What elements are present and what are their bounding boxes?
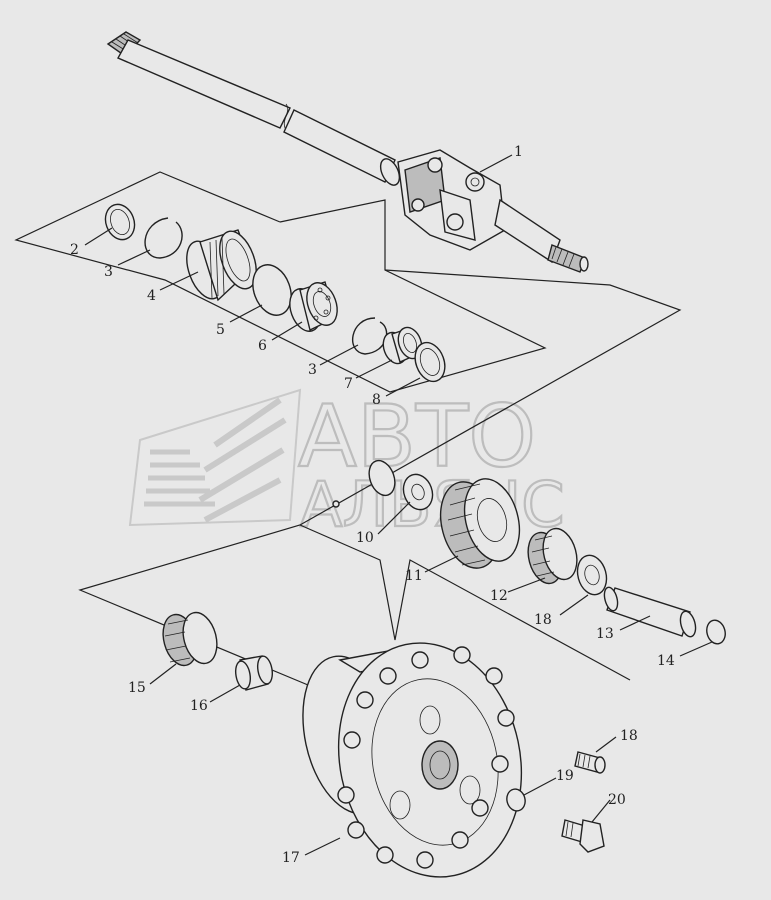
part-5-ring bbox=[252, 264, 292, 316]
watermark-logo bbox=[128, 388, 302, 527]
callout-20: 20 bbox=[608, 792, 626, 808]
callout-14: 14 bbox=[657, 653, 675, 669]
part-20-bolt bbox=[561, 819, 605, 853]
bracket-group-2-8 bbox=[14, 171, 547, 393]
callout-19: 19 bbox=[556, 768, 574, 784]
callout-12: 12 bbox=[490, 588, 508, 604]
callout-labels: 1 2 3 4 5 6 3 7 8 10 11 12 18 13 14 15 1… bbox=[70, 144, 675, 866]
callout-11: 11 bbox=[405, 568, 423, 584]
part-15-gear bbox=[162, 611, 218, 667]
callout-18a: 18 bbox=[534, 612, 552, 628]
callout-5: 5 bbox=[216, 322, 225, 338]
callout-3a: 3 bbox=[104, 264, 113, 280]
callout-7: 7 bbox=[344, 376, 353, 392]
part-17-housing bbox=[302, 642, 523, 878]
callout-17: 17 bbox=[282, 850, 300, 866]
part-3-circlip-b bbox=[352, 317, 388, 355]
part-19-ring bbox=[506, 788, 526, 812]
part-11-gear bbox=[439, 478, 521, 569]
watermark-line2: АЛЬЯНС bbox=[300, 468, 565, 541]
callout-15: 15 bbox=[128, 680, 146, 696]
callout-3b: 3 bbox=[308, 362, 317, 378]
part-1-cardan-shaft bbox=[106, 31, 589, 273]
callout-16: 16 bbox=[190, 698, 208, 714]
part-ball bbox=[332, 500, 340, 508]
part-ring-small bbox=[368, 459, 396, 497]
callout-18b: 18 bbox=[620, 728, 638, 744]
part-washer-upper bbox=[576, 554, 608, 596]
callout-4: 4 bbox=[147, 288, 156, 304]
part-2-snap-ring bbox=[104, 203, 136, 241]
callout-8: 8 bbox=[372, 392, 381, 408]
bracket-upper-to-lower bbox=[78, 269, 682, 691]
part-10-washer bbox=[402, 473, 434, 511]
callout-1: 1 bbox=[514, 144, 523, 160]
bracket-lower-group bbox=[299, 524, 631, 681]
callout-13: 13 bbox=[596, 626, 614, 642]
part-6-bearing bbox=[289, 281, 338, 332]
watermark-line1: АВТО bbox=[298, 387, 536, 487]
callout-6: 6 bbox=[258, 338, 267, 354]
part-4-sleeve bbox=[186, 229, 257, 302]
part-18-bolt bbox=[574, 751, 606, 774]
callout-2: 2 bbox=[70, 242, 79, 258]
part-16-bushing bbox=[234, 655, 274, 691]
part-3-circlip-a bbox=[144, 217, 183, 259]
callout-10: 10 bbox=[356, 530, 374, 546]
leader-lines bbox=[84, 154, 713, 856]
part-14-ring bbox=[706, 619, 726, 645]
part-13-pin bbox=[603, 586, 697, 638]
part-8-ring bbox=[414, 341, 446, 383]
part-12-gear bbox=[527, 527, 578, 585]
